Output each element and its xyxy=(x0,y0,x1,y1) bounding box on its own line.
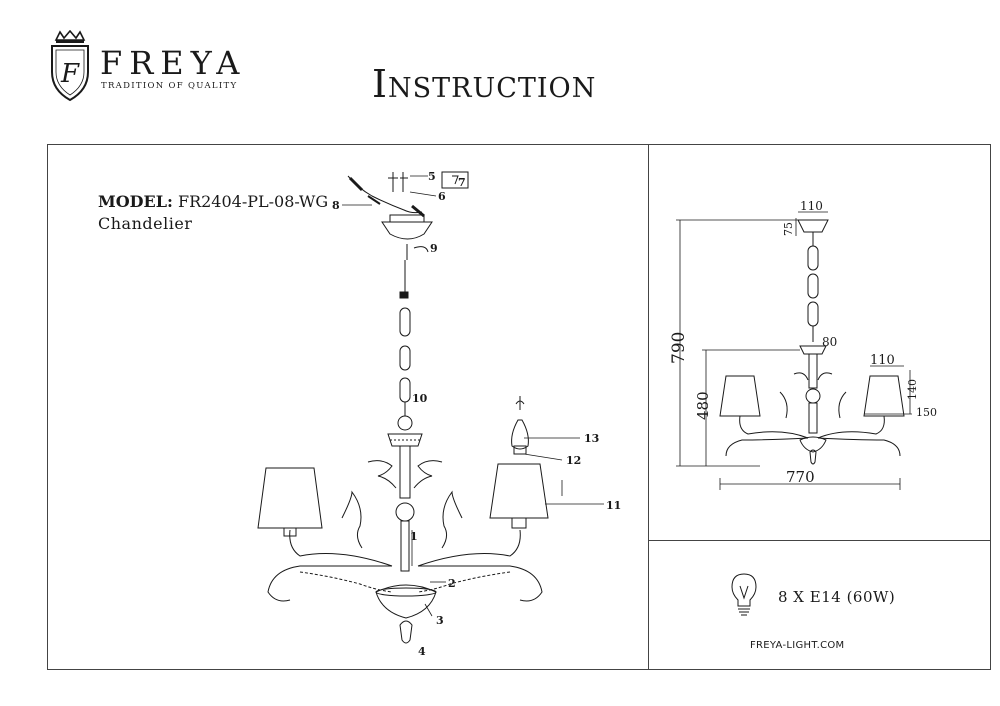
callout-5: 5 xyxy=(428,170,436,183)
callout-numbers: 1 2 3 4 5 6 7 8 9 10 11 12 13 xyxy=(332,170,621,658)
mounting-hardware-icon xyxy=(347,171,469,218)
dim-cup-width: 80 xyxy=(822,335,837,349)
dim-total-width: 770 xyxy=(786,468,815,486)
dim-shade-height: 140 xyxy=(906,379,919,400)
light-bulb-icon xyxy=(731,573,757,616)
left-shade-icon xyxy=(257,467,323,537)
dim-shade-top: 110 xyxy=(870,353,895,368)
callout-7: 7 xyxy=(458,176,466,189)
dim-total-height: 790 xyxy=(669,332,689,364)
chandelier-outline-icon xyxy=(719,219,905,465)
crest-logo-icon: F xyxy=(51,30,89,102)
dim-body-height: 480 xyxy=(694,391,712,420)
canopy-icon xyxy=(381,214,433,260)
product-type: Chandelier xyxy=(98,214,193,233)
callout-9: 9 xyxy=(430,242,438,255)
callout-12: 12 xyxy=(566,454,581,467)
leader-lines xyxy=(342,175,604,617)
callout-1: 1 xyxy=(410,530,418,543)
vertical-divider xyxy=(648,144,649,670)
callout-13: 13 xyxy=(584,432,599,445)
brand-tagline: TRADITION OF QUALITY xyxy=(101,81,238,91)
decorative-leaves-icon xyxy=(341,460,463,549)
model-label: MODEL: xyxy=(98,192,173,211)
lamp-spec: 8 X E14 (60W) xyxy=(778,588,896,606)
callout-11: 11 xyxy=(606,499,621,512)
content-frame xyxy=(47,144,991,670)
model-line: MODEL: FR2404-PL-08-WG xyxy=(98,192,328,211)
callout-8: 8 xyxy=(332,199,340,212)
callout-2: 2 xyxy=(448,577,456,590)
dim-canopy-height: 75 xyxy=(782,222,795,236)
brand-name: FREYA xyxy=(100,44,247,82)
callout-3: 3 xyxy=(436,614,444,627)
logo-letter: F xyxy=(60,59,80,89)
dim-shade-bottom: 150 xyxy=(916,406,937,419)
website-url: FREYA-LIGHT.COM xyxy=(750,640,845,651)
dim-canopy-width: 110 xyxy=(800,199,823,213)
document-title: Instruction xyxy=(372,62,597,106)
model-number: FR2404-PL-08-WG xyxy=(177,192,329,211)
central-stem-icon xyxy=(375,415,437,644)
arms-icon xyxy=(267,529,543,602)
callout-10: 10 xyxy=(412,392,428,405)
callout-4: 4 xyxy=(418,645,426,658)
right-shade-icon xyxy=(489,396,549,529)
dimension-values: 790 480 770 110 75 80 110 140 150 xyxy=(669,199,937,486)
chain-icon xyxy=(399,260,411,416)
dimension-lines xyxy=(676,211,912,490)
callout-6: 6 xyxy=(438,190,446,203)
horizontal-divider xyxy=(648,540,991,541)
